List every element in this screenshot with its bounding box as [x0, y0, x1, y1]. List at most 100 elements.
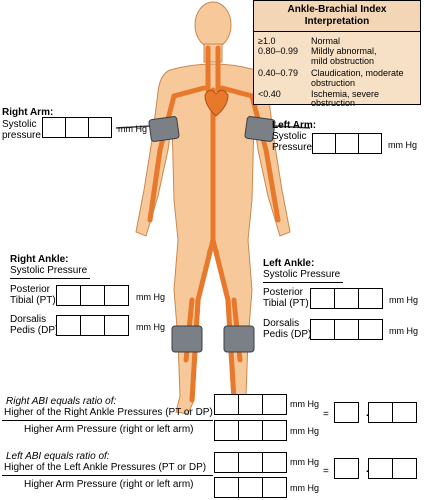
- digit-box[interactable]: [334, 402, 359, 423]
- right-ankle-dp-unit: mm Hg: [136, 322, 165, 332]
- right-arm-label: Systolic: [2, 119, 37, 130]
- legend-title: Ankle-Brachial Index: [287, 4, 387, 15]
- digit-box[interactable]: [262, 394, 287, 415]
- digit-box[interactable]: [358, 133, 382, 154]
- right-abi-numerator: Higher of the Right Ankle Pressures (PT …: [4, 407, 213, 418]
- legend-meaning: obstruction: [311, 78, 356, 88]
- digit-box[interactable]: [262, 420, 287, 441]
- digit-box[interactable]: [312, 133, 336, 154]
- digit-box[interactable]: [262, 452, 287, 473]
- right-arm-unit: mm Hg: [118, 124, 147, 134]
- heart: [204, 89, 229, 117]
- left-abi-decimal-point: .: [366, 464, 369, 476]
- digit-box[interactable]: [368, 458, 393, 479]
- abi-interpretation-legend: Ankle-Brachial Index Interpretation ≥1.0…: [253, 0, 421, 108]
- digit-box[interactable]: [335, 133, 359, 154]
- right-ankle-dp-label: Dorsalis: [10, 314, 47, 325]
- digit-box[interactable]: [214, 394, 239, 415]
- left-arm-unit: mm Hg: [388, 140, 417, 150]
- right-abi-denominator: Higher Arm Pressure (right or left arm): [24, 424, 194, 435]
- right-abi-result-decimal-boxes: [368, 402, 417, 423]
- legend-range: <0.40: [258, 89, 281, 99]
- left-arm-label: Systolic: [272, 131, 307, 142]
- left-ankle-pt-unit: mm Hg: [389, 295, 418, 305]
- left-arm-title: Left Arm:: [272, 120, 317, 131]
- digit-box[interactable]: [238, 394, 263, 415]
- left-abi-result-decimal-boxes: [368, 458, 417, 479]
- digit-box[interactable]: [104, 315, 129, 336]
- left-abi-heading: Left ABI equals ratio of:: [6, 451, 110, 462]
- left-arm-pressure-boxes: [312, 133, 382, 154]
- legend-meaning: Claudication, moderate: [311, 68, 404, 78]
- digit-box[interactable]: [214, 477, 239, 498]
- right-ankle-title: Right Ankle:: [10, 254, 69, 265]
- right-arm-label: pressure: [2, 130, 41, 141]
- digit-box[interactable]: [80, 315, 105, 336]
- digit-box[interactable]: [358, 319, 383, 340]
- left-ankle-pt-label: Tibial (PT): [263, 298, 309, 309]
- digit-box[interactable]: [334, 458, 359, 479]
- left-ankle-pt-label: Posterior: [263, 287, 304, 298]
- legend-meaning: obstruction: [311, 98, 356, 108]
- left-ankle-dp-label: Dorsalis: [263, 318, 300, 329]
- digit-box[interactable]: [65, 117, 89, 138]
- legend-meaning: Normal: [311, 36, 341, 46]
- digit-box[interactable]: [214, 452, 239, 473]
- digit-box[interactable]: [310, 288, 335, 309]
- left-abi-denominator-boxes: [214, 477, 287, 498]
- digit-box[interactable]: [56, 285, 81, 306]
- digit-box[interactable]: [42, 117, 66, 138]
- legend-range: ≥1.0: [258, 36, 276, 46]
- legend-meaning: Ischemia, severe: [311, 89, 380, 99]
- right-abi-result-whole-box: [334, 402, 359, 423]
- digit-box[interactable]: [262, 477, 287, 498]
- left-abi-numerator: Higher of the Left Ankle Pressures (PT o…: [4, 462, 207, 473]
- legend-range: 0.40–0.79: [258, 68, 299, 78]
- digit-box[interactable]: [334, 319, 359, 340]
- left-ankle-title: Left Ankle:: [263, 258, 315, 269]
- right-abi-unit: mm Hg: [290, 399, 319, 409]
- left-ankle-dp-label: Pedis (DP): [263, 329, 312, 340]
- digit-box[interactable]: [80, 285, 105, 306]
- right-abi-unit: mm Hg: [290, 426, 319, 436]
- right-arm-title: Right Arm:: [2, 107, 54, 118]
- digit-box[interactable]: [238, 420, 263, 441]
- right-ankle-pt-label: Posterior: [10, 284, 51, 295]
- digit-box[interactable]: [368, 402, 393, 423]
- legend-header: Ankle-Brachial Index Interpretation: [254, 1, 420, 32]
- left-abi-equals: =: [323, 466, 329, 477]
- digit-box[interactable]: [238, 452, 263, 473]
- digit-box[interactable]: [88, 117, 112, 138]
- right-ankle-pt-label: Tibial (PT): [10, 295, 56, 306]
- right-ankle-pt-boxes: [56, 285, 129, 306]
- digit-box[interactable]: [310, 319, 335, 340]
- right-abi-denominator-boxes: [214, 420, 287, 441]
- left-abi-numerator-boxes: [214, 452, 287, 473]
- digit-box[interactable]: [358, 288, 383, 309]
- right-arm-pressure-boxes: [42, 117, 112, 138]
- legend-range: 0.80–0.99: [258, 46, 299, 56]
- digit-box[interactable]: [238, 477, 263, 498]
- left-abi-unit: mm Hg: [290, 457, 319, 467]
- left-ankle-dp-unit: mm Hg: [389, 326, 418, 336]
- legend-meaning: mild obstruction: [311, 56, 375, 66]
- right-abi-numerator-boxes: [214, 394, 287, 415]
- digit-box[interactable]: [392, 402, 417, 423]
- cuffs: [148, 116, 276, 353]
- left-arm-label: Pressure: [272, 142, 313, 153]
- left-ankle-dp-boxes: [310, 319, 383, 340]
- right-abi-heading: Right ABI equals ratio of:: [6, 396, 117, 407]
- right-ankle-dp-label: Pedis (DP): [10, 325, 59, 336]
- right-ankle-pt-unit: mm Hg: [136, 292, 165, 302]
- digit-box[interactable]: [56, 315, 81, 336]
- left-abi-result-whole-box: [334, 458, 359, 479]
- digit-box[interactable]: [214, 420, 239, 441]
- left-abi-denominator: Higher Arm Pressure (right or left arm): [24, 479, 194, 490]
- right-abi-fraction-bar: [2, 420, 213, 421]
- legend-subtitle: Interpretation: [304, 16, 370, 27]
- left-abi-fraction-bar: [2, 475, 213, 476]
- digit-box[interactable]: [392, 458, 417, 479]
- digit-box[interactable]: [104, 285, 129, 306]
- digit-box[interactable]: [334, 288, 359, 309]
